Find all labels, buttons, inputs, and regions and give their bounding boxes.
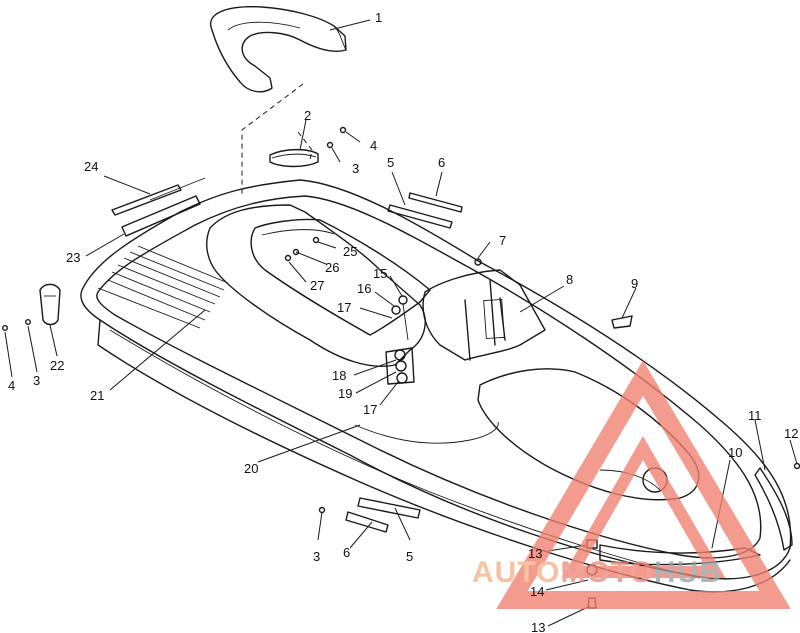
washer-3-lower [318,506,326,514]
callout-4-left: 4 [8,378,15,393]
callout-14: 14 [530,584,544,599]
screw-12 [793,462,800,470]
watermark-triangle-outer [496,360,791,609]
hull-body [80,179,793,593]
washer-3-upper [326,141,334,149]
callout-12: 12 [784,426,798,441]
callout-7: 7 [499,233,506,248]
callout-3-lower: 3 [313,549,320,564]
watermark-triangle-inner [561,435,726,578]
screw-25 [312,236,320,244]
leader-lines [4,19,798,627]
pad-part [269,148,319,168]
screw-4-upper [339,126,347,134]
callout-15: 15 [373,266,387,281]
tab-9 [611,315,633,329]
svg-text:AUTOMOTOHUB: AUTOMOTOHUB [472,556,722,589]
callout-3-left: 3 [33,373,40,388]
callout-labels: 1 2 4 3 24 5 6 7 25 26 23 27 15 8 9 16 1… [8,10,798,633]
callout-9: 9 [631,276,638,291]
callout-10: 10 [728,445,742,460]
callout-13-bottom: 13 [531,620,545,633]
callout-3: 3 [352,161,359,176]
callout-5: 5 [387,155,394,170]
callout-22: 22 [50,358,64,373]
watermark-word-hub: HUB [654,556,722,589]
callout-6-lower: 6 [343,545,350,560]
assembly-dash-grommet [297,131,313,161]
callout-2: 2 [304,108,311,123]
callout-20: 20 [244,461,258,476]
callout-13: 13 [528,546,542,561]
washer-3-left [25,319,32,326]
callout-16: 16 [357,281,371,296]
decal-strip-upper-right [387,192,463,229]
callout-18: 18 [332,368,346,383]
fastener-7 [474,258,482,266]
decal-strip-left [111,177,206,237]
callout-6: 6 [438,155,445,170]
callout-26: 26 [325,260,339,275]
watermark-word-moto: MOTO [560,556,653,589]
hardware-stack [385,295,415,385]
callout-27: 27 [310,278,324,293]
watermark-word-auto: AUTO [472,556,560,589]
automotohub-watermark: AUTOMOTOHUB [472,360,791,609]
washer-26 [292,248,300,256]
callout-11: 11 [748,408,762,423]
callout-19: 19 [338,386,352,401]
callout-5-lower: 5 [406,549,413,564]
callout-4: 4 [370,138,377,153]
callout-17: 17 [337,300,351,315]
side-grab-part [39,283,61,326]
callout-23: 23 [66,250,80,265]
callout-24: 24 [84,159,98,174]
callout-1: 1 [375,10,382,25]
grab-handle-part [209,6,347,93]
callout-21: 21 [90,388,104,403]
nut-27 [284,254,292,262]
callout-17-lower: 17 [363,402,377,417]
callout-8: 8 [566,272,573,287]
callout-25: 25 [343,244,357,259]
decal-strip-lower [345,497,421,533]
assembly-dash-handle [241,83,304,195]
screw-4-left [2,325,8,332]
